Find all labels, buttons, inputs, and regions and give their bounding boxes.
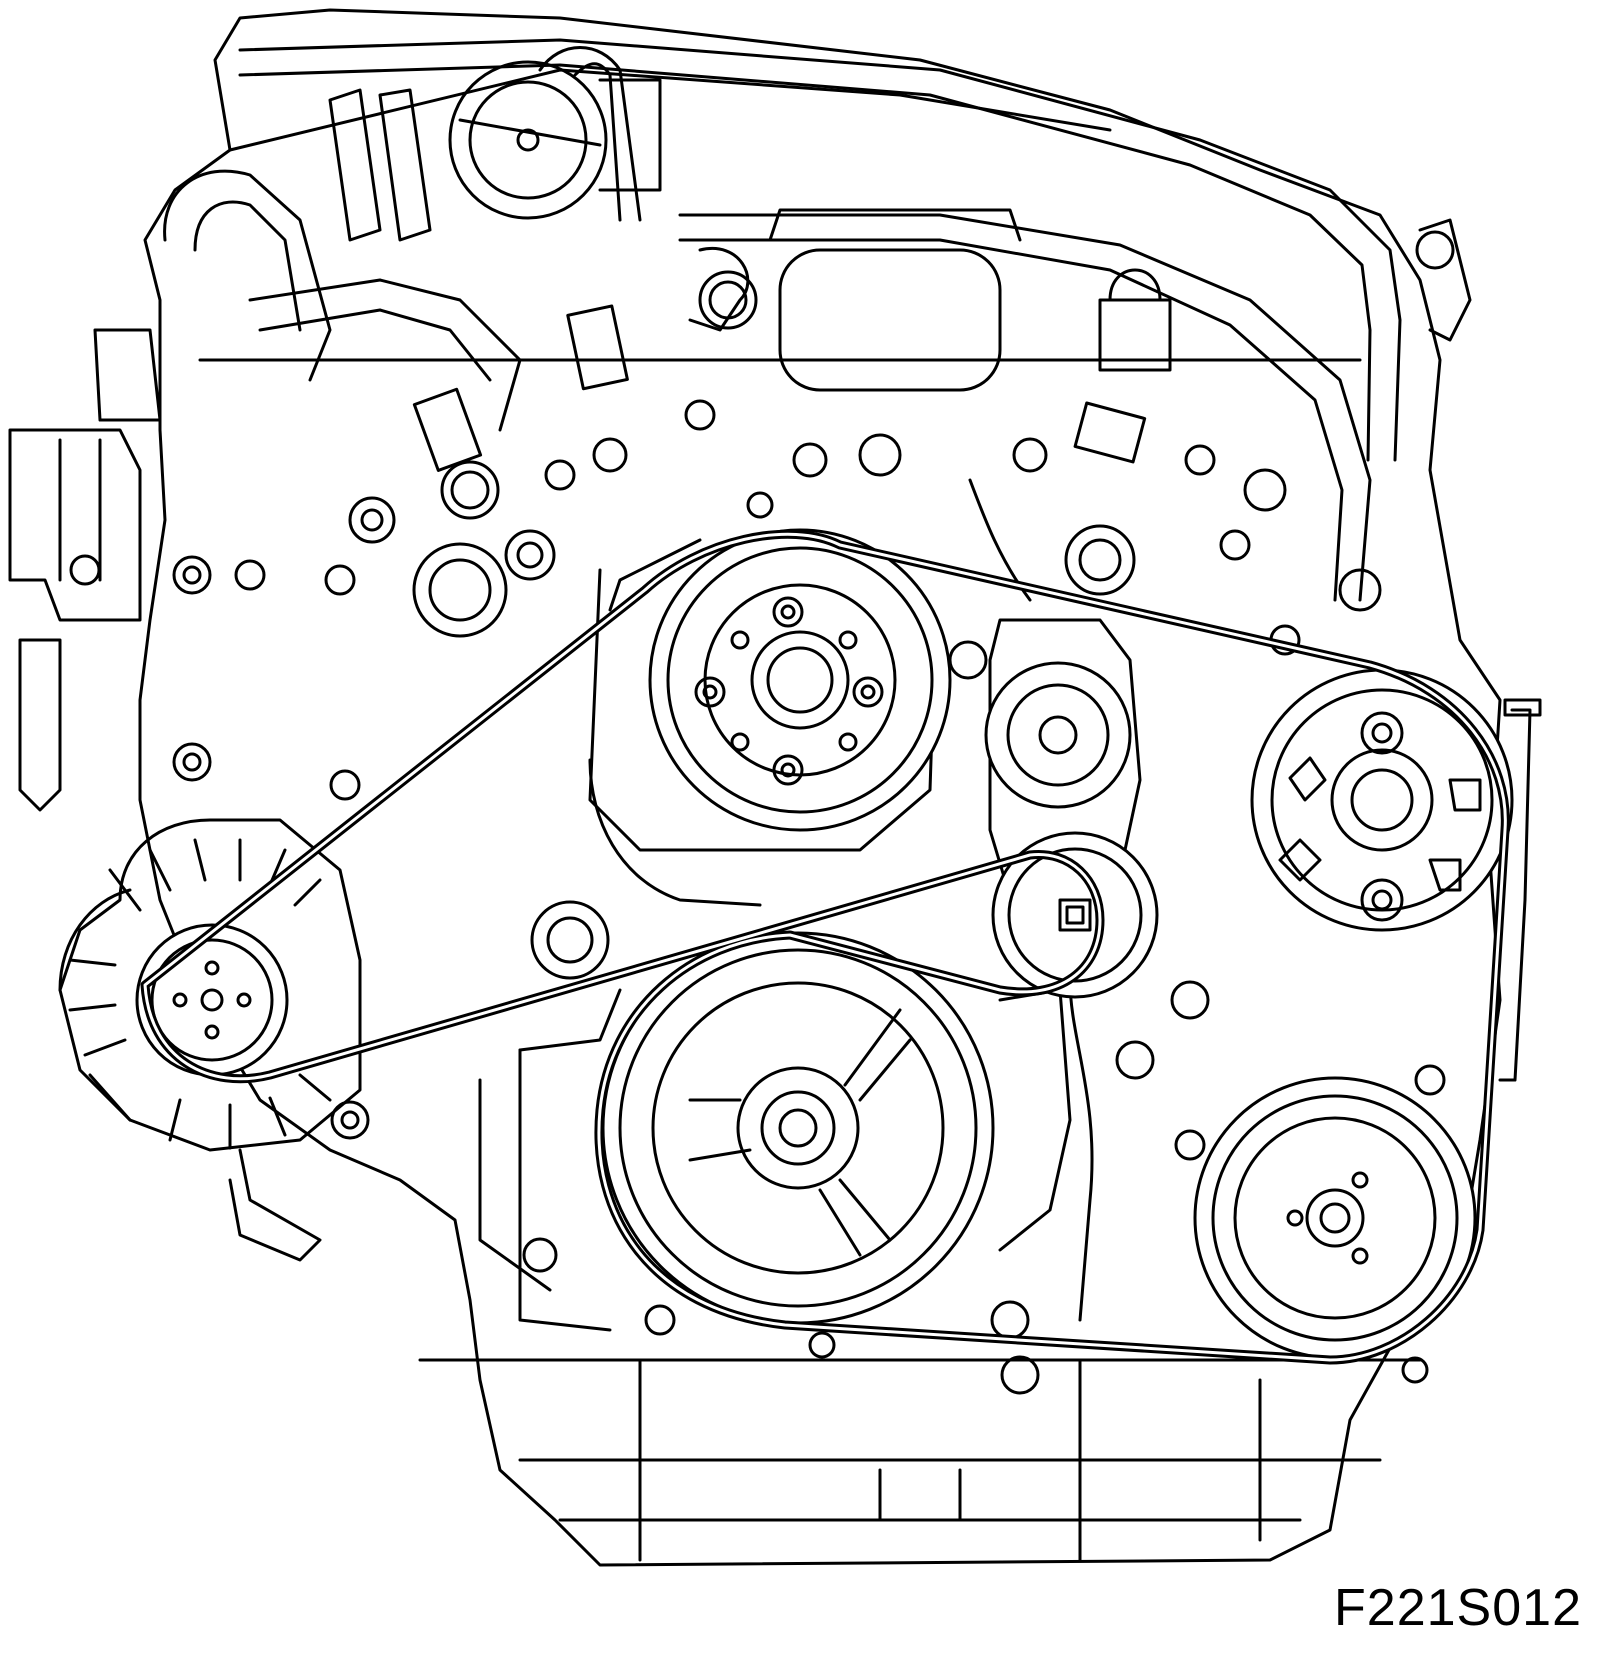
power-steering-pulley [588, 528, 952, 852]
figure-code: F221S012 [1334, 1579, 1582, 1637]
water-pump-pulley [1250, 668, 1514, 932]
engine-mount-left [8, 328, 162, 812]
serpentine-belt [140, 529, 1510, 1365]
dipstick-tube [1498, 698, 1542, 1082]
belt-tensioner [984, 618, 1159, 999]
ac-compressor-pulley [1193, 1076, 1477, 1360]
throttle-body [448, 60, 662, 220]
right-bank-components [768, 208, 1472, 464]
alternator [58, 818, 362, 1262]
bolt-holes [172, 399, 1446, 1395]
coolant-hoses [238, 38, 1402, 602]
intake-manifold [163, 88, 758, 472]
alternator-pulley [135, 923, 289, 1077]
